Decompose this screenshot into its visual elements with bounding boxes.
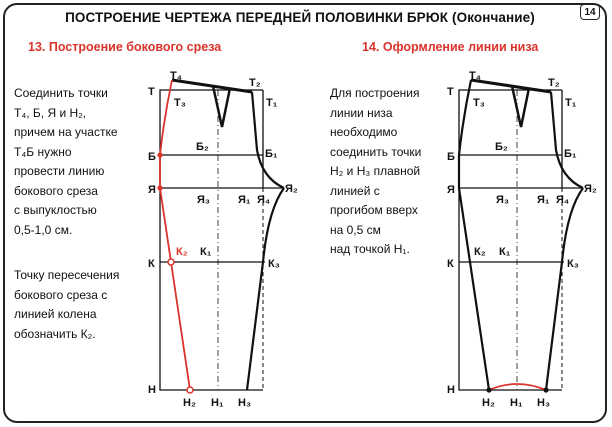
- point-ya-marker: [157, 185, 163, 191]
- label-k2: К₂: [176, 246, 188, 258]
- page-number-badge: 14: [580, 4, 600, 20]
- right-hem-curve-red: [488, 383, 547, 391]
- label-b: Б: [148, 151, 156, 163]
- right-waist-dart: [510, 85, 531, 128]
- label-k3-right: К₃: [567, 258, 579, 270]
- label-t2: Т₂: [249, 77, 261, 89]
- label-h2-right: Н₂: [482, 397, 495, 409]
- right-waist-line: [470, 78, 552, 94]
- label-t1-right: Т₁: [565, 97, 577, 109]
- label-t3: Т₃: [174, 97, 186, 109]
- point-b-marker: [157, 152, 163, 158]
- right-pattern-drawing: Т₄ Т Т₃ Т₂ Т₁ Б Б₂ Б₁ Я Я₃ Я₁ Я₄ Я₂ К К₂…: [447, 70, 597, 409]
- page-title: ПОСТРОЕНИЕ ЧЕРТЕЖА ПЕРЕДНЕЙ ПОЛОВИНКИ БР…: [65, 10, 535, 25]
- label-h1: Н₁: [211, 397, 224, 409]
- label-k2-right: К₂: [474, 246, 486, 258]
- left-construction-frame: [159, 89, 263, 391]
- label-k: К: [148, 258, 155, 270]
- label-k1-right: К₁: [499, 246, 511, 258]
- right-side-seam: [457, 79, 491, 391]
- point-k2-marker: [167, 258, 175, 266]
- label-b-right: Б: [447, 151, 455, 163]
- left-waist-line: [171, 78, 253, 94]
- label-t4-right: Т₄: [469, 70, 481, 82]
- label-b2-right: Б₂: [495, 141, 508, 153]
- left-waist-dart: [211, 85, 232, 128]
- label-t: Т: [148, 86, 155, 98]
- label-h: Н: [148, 384, 156, 396]
- label-b1: Б₁: [265, 148, 278, 160]
- label-t4: Т₄: [170, 70, 182, 82]
- label-ya2: Я₂: [285, 183, 298, 195]
- label-h-right: Н: [447, 384, 455, 396]
- point-h3-right-marker: [543, 387, 549, 393]
- label-b1-right: Б₁: [564, 148, 577, 160]
- label-t2-right: Т₂: [548, 77, 560, 89]
- left-inseam: [245, 187, 285, 391]
- page-frame: [3, 3, 607, 423]
- label-h3-right: Н₃: [537, 397, 550, 409]
- label-ya1: Я₁: [238, 194, 251, 206]
- left-fly-curve: [250, 91, 285, 190]
- left-pattern-drawing: Т₄ Т Т₃ Т₂ Т₁ Б Б₂ Б₁ Я Я₃ Я₁ Я₄ Я₂ К К₂…: [148, 70, 298, 409]
- label-ya3-right: Я₃: [496, 194, 509, 206]
- step-14-instructions: Для построения линии низа необходимо сое…: [330, 86, 422, 256]
- step-14-heading: 14. Оформление линии низа: [362, 40, 539, 54]
- label-ya3: Я₃: [197, 194, 210, 206]
- label-h2: Н₂: [183, 397, 196, 409]
- label-t3-right: Т₃: [473, 97, 485, 109]
- label-k3: К₃: [268, 258, 280, 270]
- label-ya4: Я₄: [257, 194, 270, 206]
- label-t-right: Т: [447, 86, 454, 98]
- label-k1: К₁: [200, 246, 212, 258]
- right-inseam: [544, 187, 584, 391]
- step-13-instructions: Соединить точки Т₄, Б, Я и Н₂, причем на…: [14, 86, 118, 237]
- step-13-knee-note: Точку пересечения бокового среза с линие…: [14, 268, 120, 341]
- right-construction-frame: [458, 89, 562, 391]
- label-ya-right: Я: [447, 184, 455, 196]
- label-h3: Н₃: [238, 397, 251, 409]
- label-ya4-right: Я₄: [556, 194, 569, 206]
- point-h2-marker: [186, 386, 194, 394]
- point-h2-right-marker: [486, 387, 492, 393]
- label-h1-right: Н₁: [510, 397, 523, 409]
- step-13-heading: 13. Построение бокового среза: [28, 40, 222, 54]
- right-fly-curve: [549, 91, 584, 190]
- label-ya2-right: Я₂: [584, 183, 597, 195]
- label-t1: Т₁: [266, 97, 278, 109]
- label-k-right: К: [447, 258, 454, 270]
- label-ya: Я: [148, 184, 156, 196]
- label-b2: Б₂: [196, 141, 209, 153]
- label-ya1-right: Я₁: [537, 194, 550, 206]
- left-side-seam-red: [159, 79, 191, 391]
